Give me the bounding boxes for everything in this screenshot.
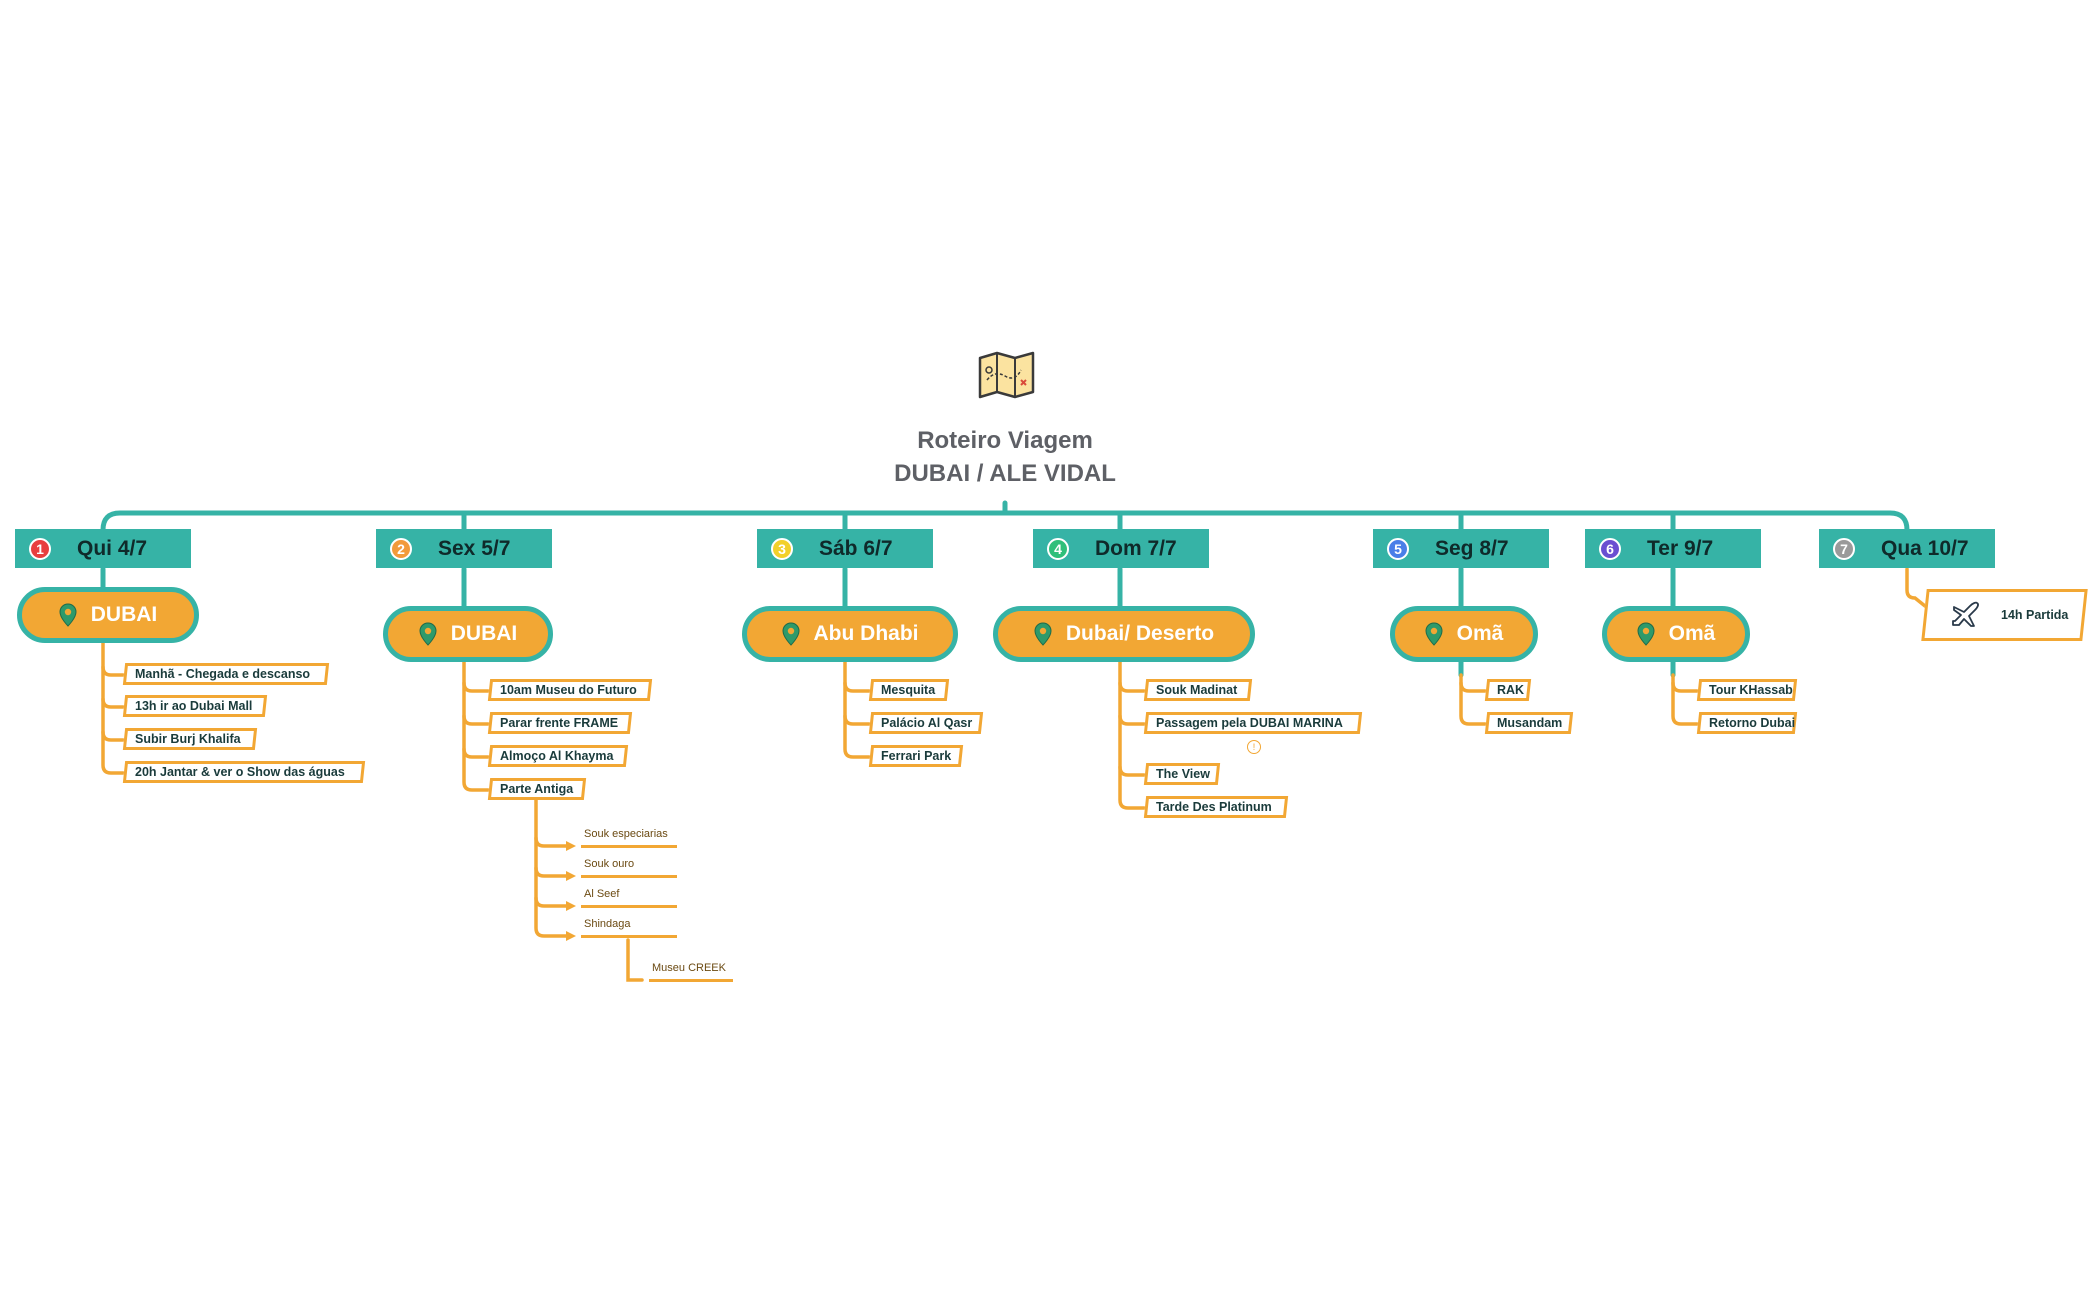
activity-node[interactable]: Manhã - Chegada e descanso xyxy=(122,663,330,685)
activity-label: Musandam xyxy=(1497,716,1563,730)
activity-node[interactable]: Parar frente FRAME xyxy=(487,712,633,734)
activity-label: Parte Antiga xyxy=(500,782,574,796)
activity-label: Souk Madinat xyxy=(1156,683,1238,697)
activity-label: RAK xyxy=(1497,683,1525,697)
day-label: Sex 5/7 xyxy=(438,536,511,560)
sub-activity-item[interactable]: Shindaga xyxy=(581,918,677,938)
activity-label: Tour KHassab xyxy=(1709,683,1793,697)
city-label: Abu Dhabi xyxy=(813,622,919,645)
day-header-4[interactable]: 4 Dom 7/7 xyxy=(1033,529,1209,568)
activity-node[interactable]: Tarde Des Platinum xyxy=(1143,796,1289,818)
info-icon[interactable]: ! xyxy=(1247,740,1261,754)
activity-label: Palácio Al Qasr xyxy=(881,716,973,730)
city-label: Dubai/ Deserto xyxy=(1065,622,1215,645)
treasure-map-icon xyxy=(978,351,1035,399)
activity-node[interactable]: Ferrari Park xyxy=(868,745,964,767)
title-line-1: Roteiro Viagem xyxy=(917,427,1093,454)
activity-node[interactable]: 20h Jantar & ver o Show das águas xyxy=(122,761,366,783)
map-pin-icon xyxy=(1637,622,1655,646)
activity-label: Ferrari Park xyxy=(881,749,952,763)
city-node-4[interactable]: Dubai/ Deserto xyxy=(993,606,1255,662)
activity-node[interactable]: Tour KHassab xyxy=(1696,679,1798,701)
day-label: Dom 7/7 xyxy=(1095,536,1177,560)
sub-activity-item[interactable]: Al Seef xyxy=(581,888,677,908)
map-pin-icon xyxy=(419,622,437,646)
map-pin-icon xyxy=(1425,622,1443,646)
activity-node[interactable]: Subir Burj Khalifa xyxy=(122,728,258,750)
city-node-6[interactable]: Omã xyxy=(1602,606,1750,662)
activity-node[interactable]: Almoço Al Khayma xyxy=(487,745,629,767)
day-header-5[interactable]: 5 Seg 8/7 xyxy=(1373,529,1549,568)
day-number-badge: 4 xyxy=(1047,538,1069,560)
activity-node[interactable]: Palácio Al Qasr xyxy=(868,712,984,734)
sub-activity-item[interactable]: Souk ouro xyxy=(581,858,677,878)
city-label: DUBAI xyxy=(450,622,518,645)
city-node-1[interactable]: DUBAI xyxy=(17,587,199,643)
departure-label: 14h Partida xyxy=(2001,608,2069,622)
activity-label: Mesquita xyxy=(881,683,936,697)
activity-node[interactable]: RAK xyxy=(1484,679,1532,701)
map-pin-icon xyxy=(59,603,77,627)
map-pin-icon xyxy=(1034,622,1052,646)
day-label: Qui 4/7 xyxy=(77,536,148,560)
sub-activity-item[interactable]: Souk especiarias xyxy=(581,828,677,848)
day-number-badge: 2 xyxy=(390,538,412,560)
activity-node[interactable]: 13h ir ao Dubai Mall xyxy=(122,695,268,717)
day-number-badge: 6 xyxy=(1599,538,1621,560)
activity-node[interactable]: Retorno Dubai xyxy=(1696,712,1798,734)
activity-node[interactable]: Souk Madinat xyxy=(1143,679,1253,701)
day-number-badge: 5 xyxy=(1387,538,1409,560)
sub-activity-item[interactable]: Museu CREEK xyxy=(649,962,733,982)
map-title: Roteiro Viagem DUBAI / ALE VIDAL xyxy=(800,424,1210,490)
day-header-6[interactable]: 6 Ter 9/7 xyxy=(1585,529,1761,568)
activity-label: Subir Burj Khalifa xyxy=(135,732,241,746)
day-header-3[interactable]: 3 Sáb 6/7 xyxy=(757,529,933,568)
day-header-2[interactable]: 2 Sex 5/7 xyxy=(376,529,552,568)
activity-label: 20h Jantar & ver o Show das águas xyxy=(135,765,345,779)
activity-label: 10am Museu do Futuro xyxy=(500,683,637,697)
activity-node[interactable]: Parte Antiga xyxy=(487,778,587,800)
activity-label: Almoço Al Khayma xyxy=(500,749,614,763)
city-node-5[interactable]: Omã xyxy=(1390,606,1538,662)
activity-node[interactable]: Musandam xyxy=(1484,712,1574,734)
activity-label: Tarde Des Platinum xyxy=(1156,800,1272,814)
map-pin-icon xyxy=(781,622,800,646)
activity-label: The View xyxy=(1156,767,1210,781)
airplane-icon xyxy=(1952,601,1979,627)
city-label: Omã xyxy=(1668,622,1716,645)
activity-node[interactable]: Passagem pela DUBAI MARINA xyxy=(1143,712,1363,734)
day-number-badge: 7 xyxy=(1833,538,1855,560)
title-line-2: DUBAI / ALE VIDAL xyxy=(894,460,1116,487)
city-node-2[interactable]: DUBAI xyxy=(383,606,553,662)
day-label: Qua 10/7 xyxy=(1881,536,1969,560)
day-number-badge: 3 xyxy=(771,538,793,560)
activity-label: Manhã - Chegada e descanso xyxy=(135,667,311,681)
activity-label: 13h ir ao Dubai Mall xyxy=(135,699,253,713)
day-label: Sáb 6/7 xyxy=(819,536,893,560)
activity-node[interactable]: The View xyxy=(1143,763,1221,785)
day-label: Ter 9/7 xyxy=(1647,536,1714,560)
activity-label: Retorno Dubai xyxy=(1709,716,1796,730)
activity-node[interactable]: 10am Museu do Futuro xyxy=(487,679,653,701)
city-label: DUBAI xyxy=(90,603,158,626)
activity-label: Parar frente FRAME xyxy=(500,716,619,730)
day-label: Seg 8/7 xyxy=(1435,536,1509,560)
activity-node[interactable]: Mesquita xyxy=(868,679,950,701)
day-header-7[interactable]: 7 Qua 10/7 xyxy=(1819,529,1995,568)
departure-node[interactable]: 14h Partida xyxy=(1921,589,2088,641)
activity-label: Passagem pela DUBAI MARINA xyxy=(1156,716,1343,730)
day-header-1[interactable]: 1 Qui 4/7 xyxy=(15,529,191,568)
day-number-badge: 1 xyxy=(29,538,51,560)
city-label: Omã xyxy=(1456,622,1504,645)
city-node-3[interactable]: Abu Dhabi xyxy=(742,606,958,662)
